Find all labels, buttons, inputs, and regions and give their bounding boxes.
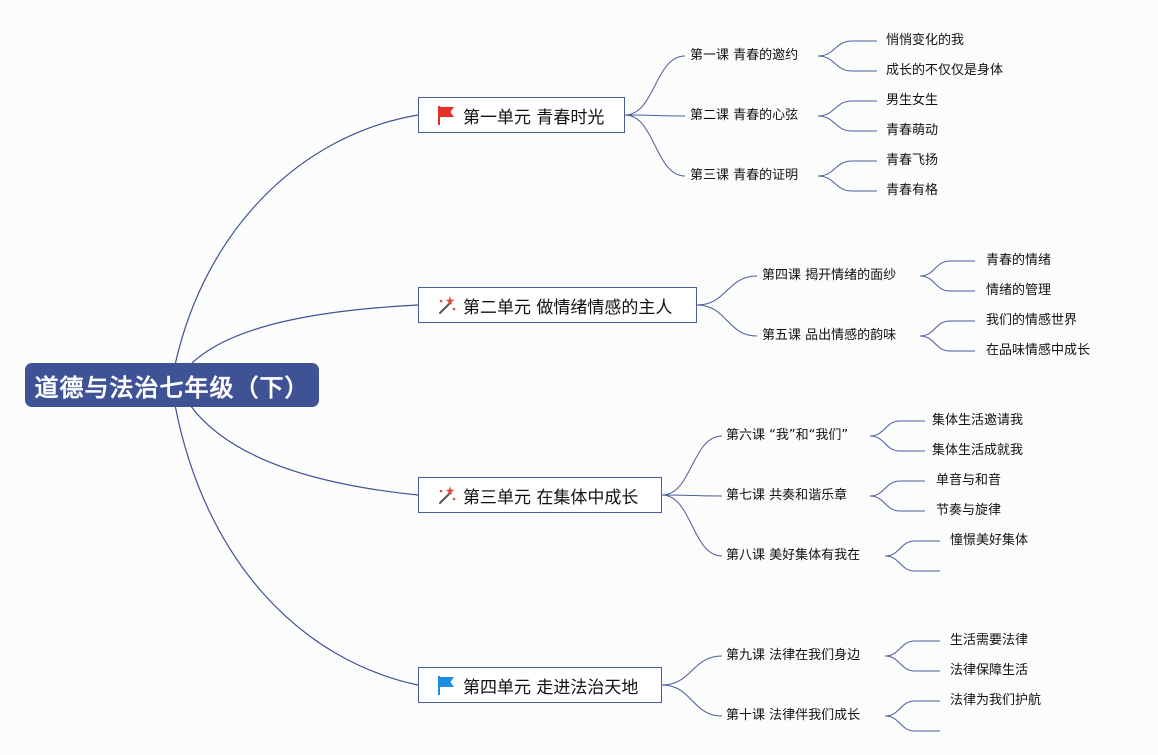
red-flag-icon (438, 106, 454, 125)
lesson-node[interactable]: 第一课 青春的邀约 (690, 48, 799, 63)
topic-node[interactable]: 我们的情感世界 (986, 313, 1078, 328)
unit-connector (624, 114, 686, 117)
topic-node[interactable]: 悄悄变化的我 (886, 33, 965, 48)
unit-connector (661, 684, 723, 717)
lesson-connector (817, 40, 853, 57)
unit-node-4[interactable]: 第四单元 走进法治天地 (418, 667, 662, 703)
unit-node-3[interactable]: 第三单元 在集体中成长 (418, 477, 662, 513)
unit-connector (624, 55, 686, 116)
lesson-connector (884, 715, 916, 732)
magic-wand-icon (439, 486, 456, 504)
unit-label: 第一单元 青春时光 (463, 107, 605, 128)
lesson-connector (919, 320, 951, 337)
topic-node[interactable]: 青春飞扬 (886, 153, 939, 168)
lesson-node[interactable]: 第四课 揭开情绪的面纱 (762, 268, 897, 283)
lesson-node[interactable]: 第七课 共奏和谐乐章 (726, 488, 848, 503)
topic-node[interactable]: 青春萌动 (886, 123, 939, 138)
topic-node[interactable]: 集体生活成就我 (932, 443, 1024, 458)
unit-connector (661, 655, 723, 686)
lesson-connector (817, 55, 853, 72)
topic-node[interactable]: 成长的不仅仅是身体 (886, 63, 1004, 78)
lesson-connector (869, 420, 901, 437)
magic-wand-icon (439, 296, 456, 314)
lesson-connector (817, 115, 853, 132)
topic-node[interactable]: 情绪的管理 (986, 283, 1052, 298)
unit-node-1[interactable]: 第一单元 青春时光 (418, 97, 625, 133)
lesson-node[interactable]: 第九课 法律在我们身边 (726, 648, 861, 663)
lesson-connector (884, 640, 916, 657)
topic-node[interactable]: 生活需要法律 (950, 633, 1029, 648)
lesson-connector (817, 175, 853, 192)
topic-node[interactable]: 男生女生 (886, 93, 939, 108)
lesson-connector (869, 480, 901, 497)
lesson-node[interactable]: 第八课 美好集体有我在 (726, 548, 861, 563)
unit-connector (661, 435, 723, 496)
root-connector (189, 304, 419, 366)
unit-node-2[interactable]: 第二单元 做情绪情感的主人 (418, 287, 697, 323)
unit-connector (661, 494, 723, 557)
lesson-connector (884, 540, 916, 557)
topic-node[interactable]: 青春有格 (886, 183, 939, 198)
lesson-connector (919, 260, 951, 277)
topic-node[interactable]: 集体生活邀请我 (932, 413, 1024, 428)
lesson-connector (884, 700, 916, 717)
root-connector (174, 404, 419, 686)
blue-flag-icon (438, 676, 454, 695)
lesson-node[interactable]: 第五课 品出情感的韵味 (762, 328, 897, 343)
topic-node[interactable]: 单音与和音 (936, 473, 1002, 488)
lesson-connector (884, 555, 916, 572)
topic-node[interactable]: 在品味情感中成长 (986, 343, 1091, 358)
unit-connector (696, 275, 758, 306)
unit-connector (661, 494, 723, 497)
topic-node[interactable]: 法律为我们护航 (950, 693, 1042, 708)
topic-node[interactable]: 憧憬美好集体 (950, 533, 1029, 548)
unit-label: 第三单元 在集体中成长 (463, 487, 639, 508)
topic-node[interactable]: 青春的情绪 (986, 253, 1052, 268)
lesson-node[interactable]: 第二课 青春的心弦 (690, 108, 799, 123)
lesson-connector (884, 655, 916, 672)
root-title: 道德与法治七年级（下） (34, 373, 310, 402)
topic-node[interactable]: 法律保障生活 (950, 663, 1029, 678)
lesson-node[interactable]: 第十课 法律伴我们成长 (726, 708, 861, 723)
unit-connector (624, 114, 686, 177)
lesson-connector (817, 100, 853, 117)
lesson-connector (869, 495, 901, 512)
unit-label: 第四单元 走进法治天地 (463, 677, 639, 698)
lesson-connector (919, 275, 951, 292)
unit-label: 第二单元 做情绪情感的主人 (463, 297, 673, 318)
root-connector (174, 114, 419, 366)
lesson-connector (817, 160, 853, 177)
root-connector (189, 404, 419, 496)
lesson-node[interactable]: 第六课 “我”和“我们” (726, 428, 849, 443)
lesson-connector (869, 435, 901, 452)
lesson-connector (919, 335, 951, 352)
topic-node[interactable]: 节奏与旋律 (936, 503, 1002, 518)
root-node[interactable]: 道德与法治七年级（下） (25, 363, 319, 407)
unit-connector (696, 304, 758, 337)
lesson-node[interactable]: 第三课 青春的证明 (690, 168, 799, 183)
